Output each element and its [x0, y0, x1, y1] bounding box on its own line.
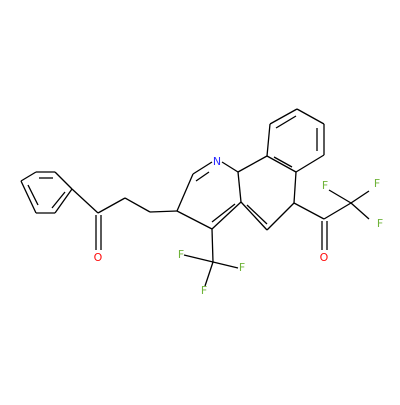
- bond: [54, 188, 73, 214]
- bond: [176, 173, 194, 212]
- bond: [183, 254, 214, 263]
- bond: [350, 202, 370, 220]
- bond: [240, 201, 268, 231]
- bond: [237, 155, 268, 173]
- bond: [275, 115, 297, 129]
- bond: [266, 123, 271, 157]
- atom-oxygen-ketone: O: [94, 251, 103, 264]
- atom-fluorine-acyl-a: F: [322, 179, 328, 192]
- bond: [27, 184, 39, 206]
- atom-fluorine-cf3-a: F: [178, 248, 184, 261]
- bond: [195, 171, 210, 182]
- bond: [192, 161, 213, 175]
- bond: [266, 155, 297, 173]
- bond: [323, 202, 352, 220]
- bond: [97, 197, 126, 214]
- bond: [149, 210, 178, 213]
- atom-label-layer: N O O F F F F F F: [94, 155, 384, 297]
- bond: [269, 108, 298, 125]
- atom-fluorine-cf3-b: F: [239, 261, 245, 274]
- atom-fluorine-acyl-b: F: [374, 177, 380, 190]
- bond-layer: [20, 108, 370, 287]
- bond: [211, 228, 214, 263]
- bond: [293, 171, 297, 204]
- atom-nitrogen: N: [213, 155, 221, 168]
- atom-fluorine-acyl-c: F: [377, 217, 383, 230]
- atom-fluorine-cf3-c: F: [201, 284, 207, 297]
- bond: [246, 204, 268, 225]
- bond: [176, 210, 213, 230]
- atom-oxygen-acyl: O: [320, 251, 329, 264]
- bond: [328, 189, 352, 204]
- bond: [54, 171, 73, 190]
- bond: [293, 202, 325, 220]
- bond: [51, 191, 66, 209]
- bond: [212, 261, 239, 269]
- bond: [124, 197, 151, 213]
- bond: [20, 171, 37, 182]
- bond: [211, 201, 242, 230]
- bond: [273, 156, 293, 168]
- bond: [211, 203, 236, 223]
- bond: [204, 261, 214, 287]
- bond: [266, 202, 295, 231]
- bond: [221, 161, 239, 173]
- bond: [237, 171, 242, 203]
- bond: [295, 154, 325, 173]
- bond: [71, 188, 99, 214]
- bond: [350, 190, 370, 204]
- bond: [20, 180, 37, 214]
- bond: [296, 108, 325, 125]
